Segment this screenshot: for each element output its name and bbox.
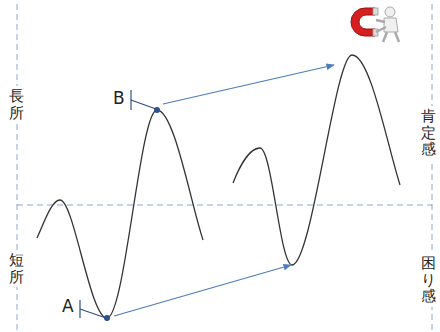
axis-label: 困り感	[420, 253, 437, 307]
point-brackets	[80, 90, 156, 318]
wave-curves	[37, 55, 400, 318]
point-label: B	[113, 88, 125, 108]
axis-label: 長所	[8, 86, 25, 123]
axis-label: 肯定感	[420, 106, 437, 160]
magnet-icon	[351, 7, 399, 42]
point-label: A	[62, 296, 74, 316]
axis-lines	[17, 4, 432, 330]
arrows	[114, 65, 334, 316]
point-dots	[104, 107, 160, 321]
axis-label: 短所	[8, 250, 25, 287]
